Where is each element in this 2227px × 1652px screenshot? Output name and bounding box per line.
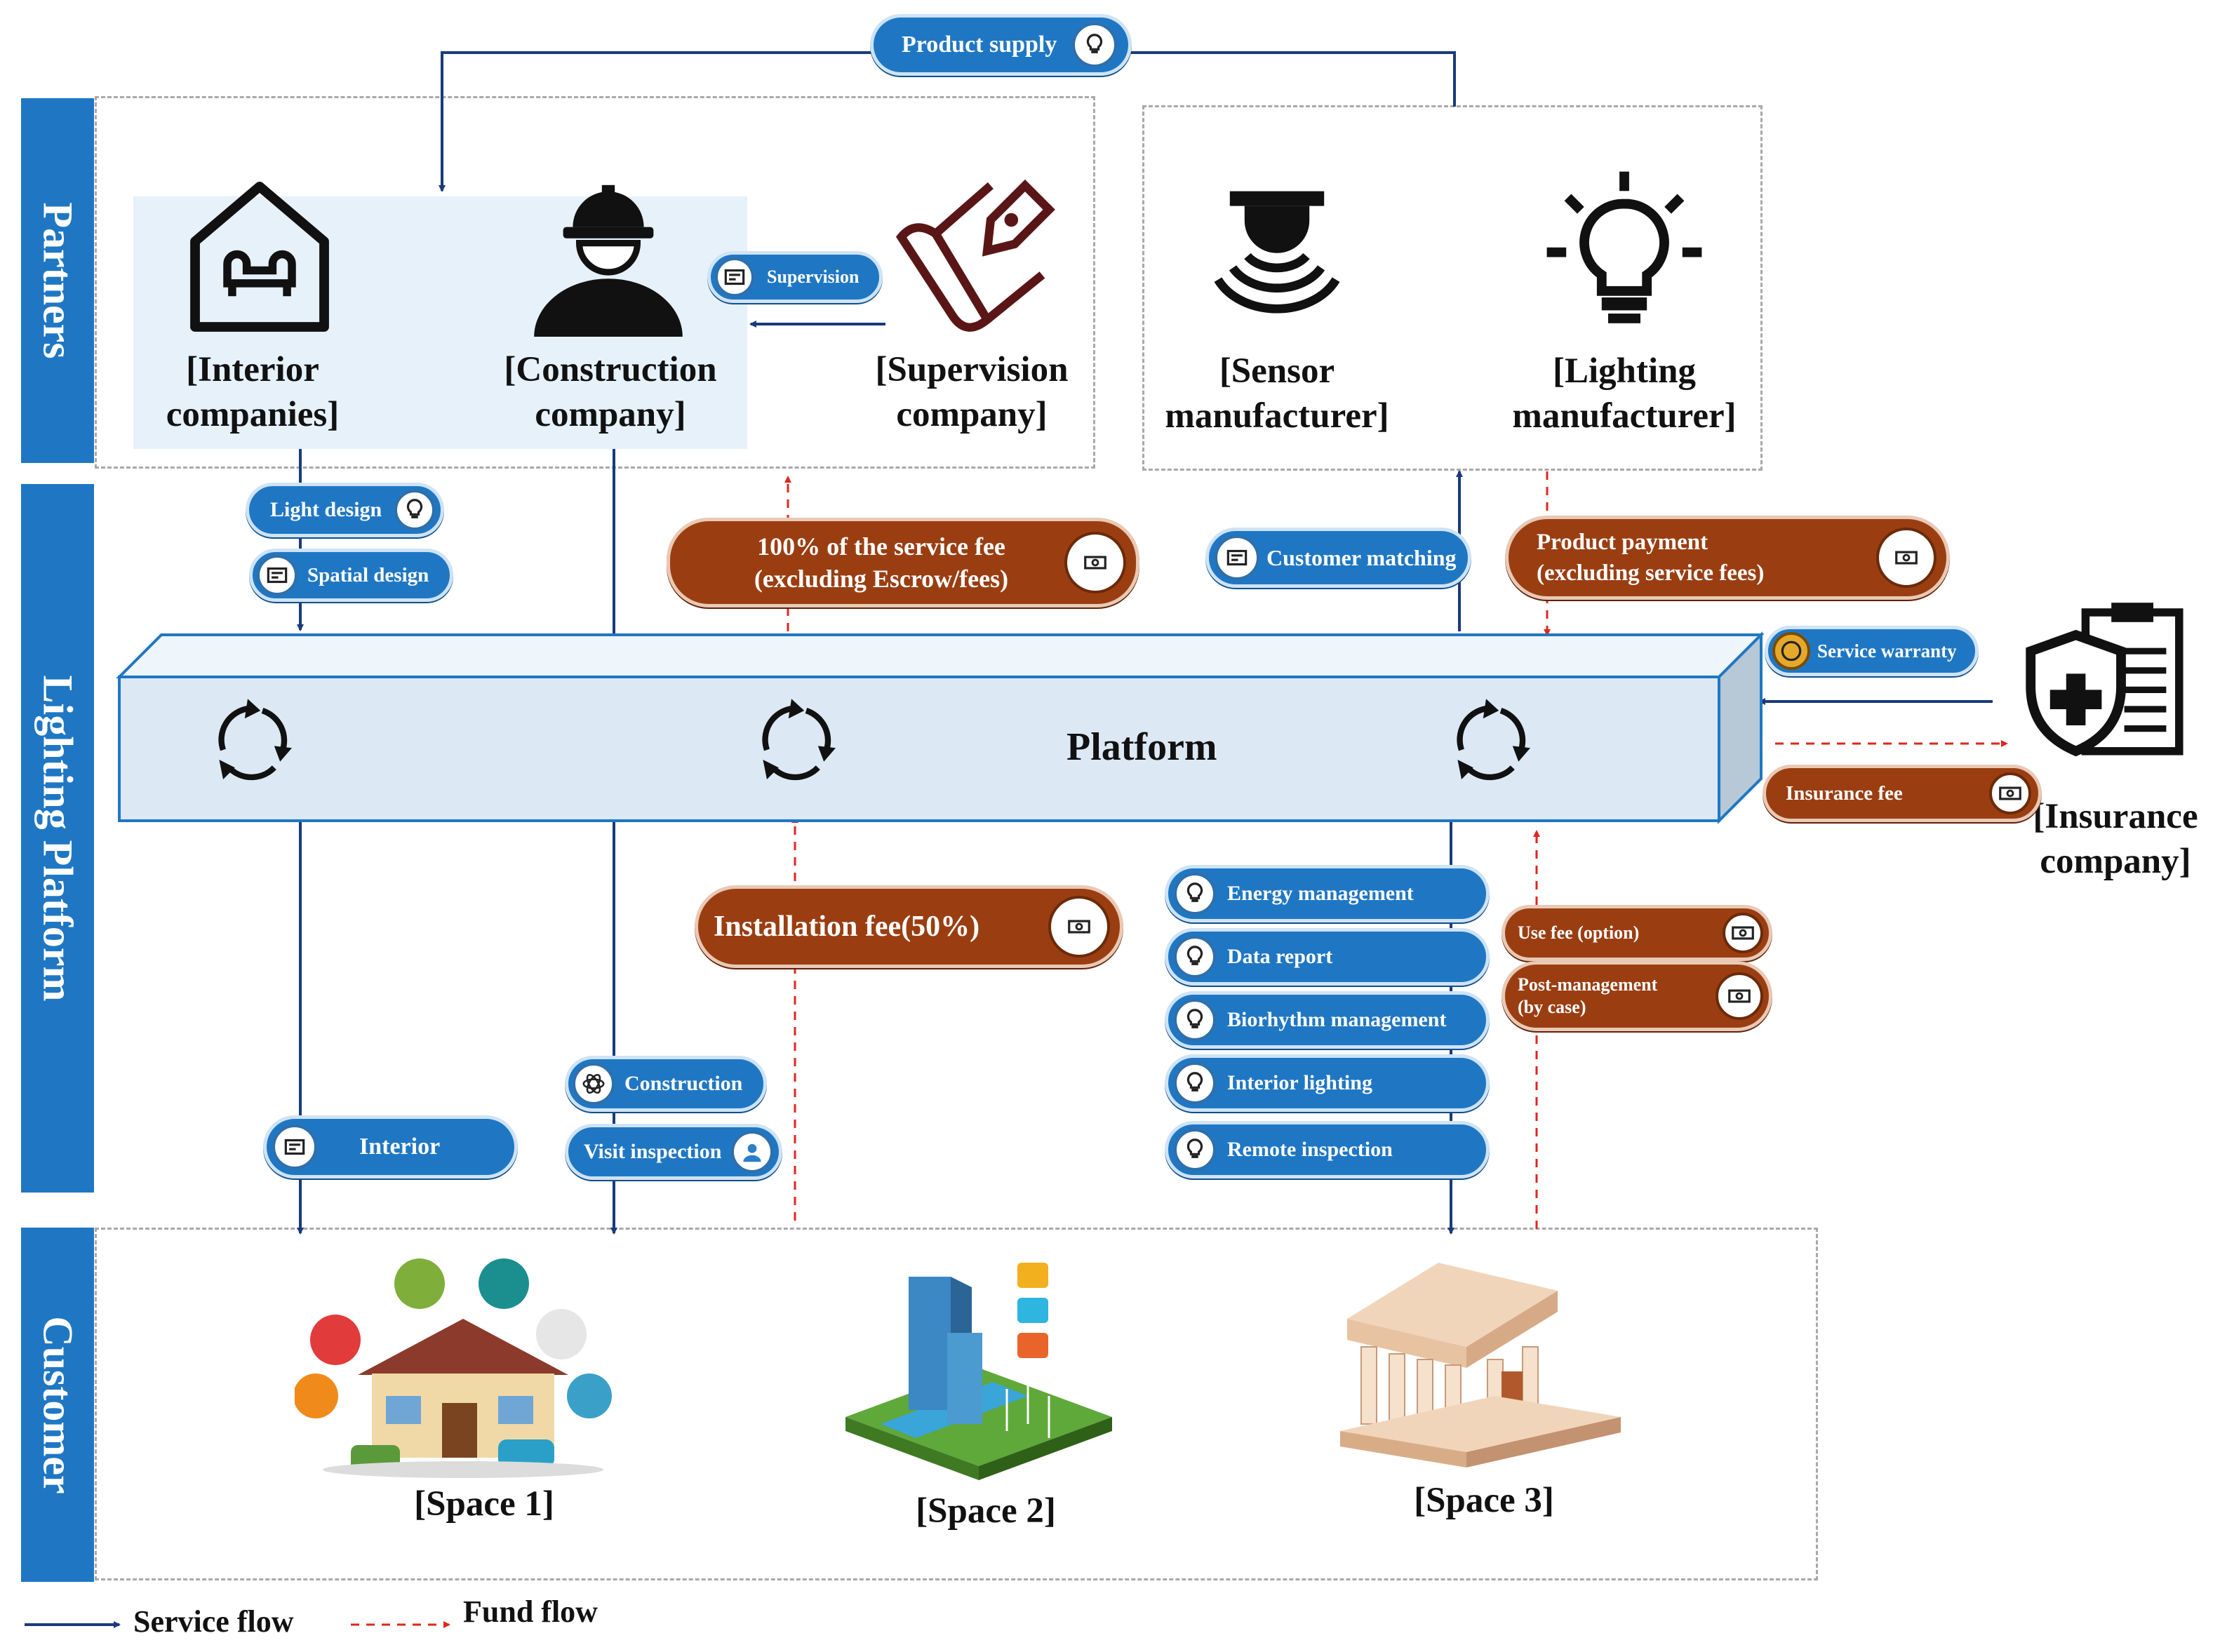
money-icon (1876, 528, 1937, 588)
supervision-tag-label: Supervision (767, 267, 860, 287)
partners-band: Partners (21, 98, 94, 463)
construction-worker-icon (534, 184, 683, 337)
energy-management-label: Energy management (1227, 882, 1414, 905)
partners-group-box (95, 96, 1095, 469)
customer-matching-label: Customer matching (1266, 544, 1457, 570)
sensor-icon (1214, 191, 1340, 314)
service-fee-tag: 100% of the service fee (excluding Escrow… (667, 518, 1139, 607)
smart-home-illustration (295, 1258, 612, 1478)
document-icon (715, 257, 754, 297)
spatial-design-label: Spatial design (307, 563, 429, 586)
service-fee-line-1: 100% of the service fee (757, 532, 1005, 560)
interior-tag: Interior (263, 1115, 518, 1178)
customer-matching-tag: Customer matching (1205, 528, 1471, 588)
money-icon (1048, 896, 1110, 958)
lightbulb-icon (1072, 22, 1118, 67)
use-fee-tag: Use fee (option) (1502, 905, 1772, 961)
service-warranty-label: Service warranty (1817, 640, 1957, 662)
data-report-label: Data report (1227, 945, 1333, 968)
post-management-tag: Post-management(by case) (1502, 961, 1772, 1031)
warranty-badge-icon (1772, 632, 1810, 670)
biorhythm-management-label: Biorhythm management (1227, 1008, 1447, 1031)
lightbulb-icon (1174, 1062, 1216, 1104)
cycle-icon (1457, 699, 1530, 781)
energy-management-tag: Energy management (1165, 865, 1490, 922)
legend-service-flow-label: Service flow (133, 1604, 294, 1639)
cycle-icon (218, 699, 292, 781)
lightbulb-outline-icon (1546, 171, 1702, 323)
house-sofa-icon (190, 182, 329, 332)
post-management-line-1: Post-management (1518, 974, 1658, 995)
space-3-label: [Space 3] (1414, 1481, 1554, 1520)
document-icon (257, 555, 297, 596)
installation-fee-tag: Installation fee(50%) (695, 885, 1123, 968)
city-illustration (845, 1263, 1112, 1480)
money-icon (1989, 772, 2031, 814)
construction-tag-label: Construction (624, 1072, 743, 1095)
insurance-clipboard-icon (2026, 603, 2183, 757)
lightbulb-icon (1174, 999, 1216, 1041)
remote-inspection-label: Remote inspection (1227, 1138, 1393, 1161)
pen-document-icon (895, 179, 1055, 332)
light-design-tag: Light design (246, 483, 445, 537)
space-2-label: [Space 2] (916, 1491, 1056, 1531)
platform-box (116, 631, 1765, 824)
interior-lighting-tag: Interior lighting (1165, 1054, 1490, 1112)
remote-inspection-tag: Remote inspection (1165, 1121, 1490, 1178)
cycle-icon (762, 699, 836, 781)
insurance-fee-tag: Insurance fee (1763, 765, 2042, 822)
installation-fee-label: Installation fee(50%) (714, 911, 980, 943)
biorhythm-management-tag: Biorhythm management (1165, 991, 1490, 1049)
spatial-design-tag: Spatial design (249, 549, 454, 602)
product-payment-line-2: (excluding service fees) (1537, 560, 1765, 586)
lightbulb-icon (1174, 936, 1216, 978)
insurance-fee-label: Insurance fee (1786, 781, 1903, 805)
product-supply-label: Product supply (902, 32, 1057, 58)
space-1-label: [Space 1] (414, 1484, 554, 1524)
light-design-label: Light design (270, 498, 382, 521)
customer-band: Customer (21, 1228, 94, 1582)
lightbulb-icon (1174, 873, 1216, 915)
data-report-tag: Data report (1165, 928, 1490, 986)
lightbulb-icon (1174, 1129, 1216, 1171)
construction-tag: Construction (565, 1056, 768, 1112)
product-supply-tag: Product supply (870, 14, 1132, 76)
visit-inspection-label: Visit inspection (584, 1140, 722, 1163)
public-building-illustration (1340, 1263, 1621, 1468)
platform-label: Platform (1066, 725, 1217, 769)
money-icon (1064, 532, 1126, 593)
atom-icon (573, 1063, 615, 1105)
manufacturers-group-box (1142, 105, 1763, 471)
lightbulb-icon (394, 490, 436, 530)
customer-group-box (95, 1228, 1818, 1580)
document-icon (1215, 535, 1259, 580)
service-warranty-tag: Service warranty (1765, 626, 1979, 676)
product-payment-tag: Product payment (excluding service fees) (1505, 516, 1950, 600)
visit-inspection-tag: Visit inspection (565, 1124, 783, 1180)
lighting-platform-band: Lighting Platform (21, 484, 94, 1193)
product-payment-line-1: Product payment (1537, 530, 1708, 555)
money-icon (1716, 972, 1763, 1020)
post-management-line-2: (by case) (1518, 997, 1586, 1017)
worker-icon (731, 1131, 774, 1173)
interior-tag-label: Interior (359, 1134, 441, 1160)
use-fee-label: Use fee (option) (1518, 922, 1640, 943)
supervision-tag: Supervision (707, 251, 883, 303)
interior-lighting-label: Interior lighting (1227, 1071, 1372, 1094)
document-icon (272, 1124, 317, 1169)
legend-fund-flow-label: Fund flow (463, 1594, 598, 1629)
money-icon (1723, 913, 1763, 953)
service-fee-line-2: (excluding Escrow/fees) (754, 565, 1009, 593)
